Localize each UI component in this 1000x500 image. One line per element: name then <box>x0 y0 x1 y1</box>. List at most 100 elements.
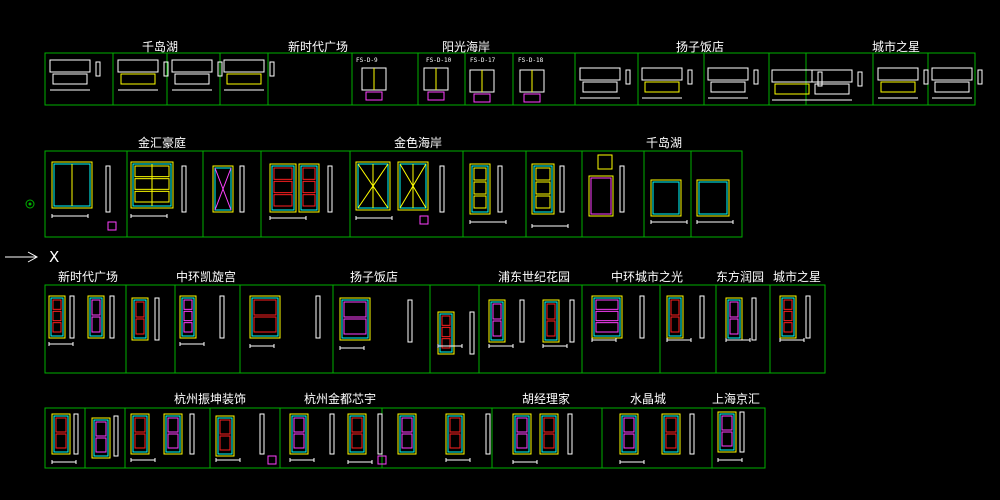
door-panel <box>183 322 193 333</box>
door-jamb-section <box>439 165 445 213</box>
door-panel <box>273 180 293 194</box>
mini-elevation <box>931 67 973 81</box>
door-panel <box>721 431 733 447</box>
door-elevation-inner <box>490 301 504 341</box>
door-jamb-section <box>469 311 475 355</box>
door-elevation-inner <box>621 415 637 453</box>
mini-elevation <box>49 59 91 73</box>
drawing-code: FS-D-18 <box>518 57 544 64</box>
door-elevation-inner <box>300 165 318 211</box>
door-elevation-inner <box>727 299 741 339</box>
door-panel <box>401 433 413 449</box>
door-jamb-section <box>753 69 759 85</box>
door-panel <box>52 310 62 322</box>
door-panel <box>52 322 62 333</box>
door-panel <box>783 322 793 333</box>
door-elevation <box>437 311 455 355</box>
door-panel <box>95 421 107 437</box>
group-label: 金汇豪庭 <box>137 136 187 150</box>
door-jamb-section <box>805 295 811 339</box>
door-elevation <box>130 161 174 209</box>
door-jamb-section <box>497 165 503 213</box>
view-marker-dot <box>28 202 32 206</box>
door-elevation <box>445 413 465 455</box>
door-elevation <box>666 295 684 339</box>
group-label: 新时代广场 <box>57 270 119 284</box>
door-elevation-inner <box>698 181 728 215</box>
ucs-arrow-head <box>27 251 39 263</box>
door-jamb-section <box>687 69 693 85</box>
door-panel <box>449 433 461 449</box>
door-jamb-section <box>327 165 333 213</box>
door-panel <box>134 178 170 190</box>
door-elevation <box>717 411 737 453</box>
door-elevation-inner <box>668 297 682 337</box>
door-panel <box>595 322 619 333</box>
door-panel <box>293 433 305 449</box>
door-elevation <box>347 413 367 455</box>
door-panel <box>135 318 145 335</box>
door-panel <box>401 417 413 433</box>
mini-door-plan <box>365 91 383 101</box>
door-jamb-section <box>95 61 101 77</box>
door-elevation-inner <box>165 415 181 453</box>
door-elevation-inner <box>217 417 233 455</box>
door-panel <box>273 167 293 180</box>
mini-elevation <box>641 67 683 81</box>
door-elevation-inner <box>214 167 232 211</box>
door-elevation <box>289 413 309 455</box>
door-panel <box>449 417 461 433</box>
door-panel <box>543 433 555 449</box>
drawing-row-frame <box>44 150 743 238</box>
group-label: 胡经理家 <box>521 392 571 406</box>
door-jamb-section <box>219 295 225 339</box>
door-panel <box>351 433 363 449</box>
door-elevation <box>51 413 71 455</box>
door-panel <box>623 433 635 449</box>
door-elevation-inner <box>93 419 109 457</box>
door-elevation-inner <box>781 297 795 337</box>
door-jamb-section <box>639 295 645 339</box>
door-panel <box>134 165 170 178</box>
door-elevation-inner <box>349 415 365 453</box>
door-panel <box>473 181 487 195</box>
door-panel <box>293 417 305 433</box>
door-jamb-section <box>519 299 525 343</box>
door-panel <box>302 180 316 194</box>
door-jamb-section <box>105 165 111 213</box>
door-jamb-section <box>689 413 695 455</box>
door-panel <box>516 433 528 449</box>
door-panel <box>543 417 555 433</box>
door-elevation <box>179 295 197 339</box>
door-panel <box>91 299 101 316</box>
door-elevation-inner <box>533 165 553 213</box>
door-elevation-inner <box>471 165 489 213</box>
door-elevation-inner <box>271 165 295 211</box>
door-elevation-inner <box>544 301 558 341</box>
door-elevation <box>661 413 681 455</box>
door-elevation <box>339 297 371 341</box>
mini-door-plan <box>523 93 541 103</box>
door-elevation <box>591 295 623 339</box>
door-jamb-section <box>154 297 160 341</box>
door-panel <box>55 433 67 449</box>
door-swing <box>399 163 427 209</box>
door-swing <box>357 163 389 209</box>
view-marker <box>25 199 35 209</box>
door-elevation-inner <box>593 297 621 337</box>
door-elevation <box>249 295 281 339</box>
door-panel <box>546 303 556 320</box>
door-panel <box>95 437 107 453</box>
door-panel <box>783 310 793 322</box>
door-elevation-inner <box>719 413 735 451</box>
door-panel <box>535 195 551 209</box>
door-elevation-inner <box>439 313 453 353</box>
mini-elevation <box>811 69 853 83</box>
door-panel <box>219 419 231 435</box>
door-jamb-section <box>329 413 335 455</box>
door-elevation <box>488 299 506 343</box>
door-elevation <box>650 179 682 217</box>
door-panel <box>134 433 146 449</box>
door-panel <box>729 301 739 318</box>
